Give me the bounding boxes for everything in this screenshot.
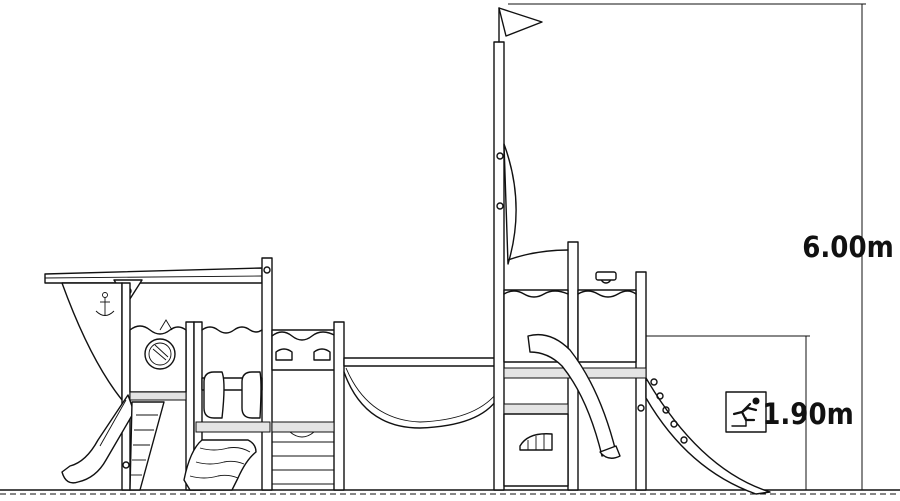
telescope-icon [595, 271, 617, 284]
porthole-icon [144, 338, 176, 370]
window-tower [193, 257, 273, 491]
main-mast-tower [493, 7, 647, 491]
rope-bridge [343, 357, 499, 429]
rung-ladder [129, 401, 165, 491]
fall-height-label: 1.90m [762, 397, 854, 431]
boat-bow-tower [44, 267, 263, 491]
middle-tower [271, 321, 345, 491]
climbing-wall [645, 377, 771, 495]
person-falling-icon [725, 391, 767, 433]
left-slide [61, 394, 135, 484]
dimension-total-height [508, 3, 866, 490]
flag-icon [498, 7, 543, 37]
total-height-label: 6.00m [802, 230, 894, 264]
dimension-fall-height [646, 335, 810, 490]
curved-step [183, 439, 257, 491]
tube-slide [527, 333, 621, 459]
anchor-icon [95, 292, 115, 316]
